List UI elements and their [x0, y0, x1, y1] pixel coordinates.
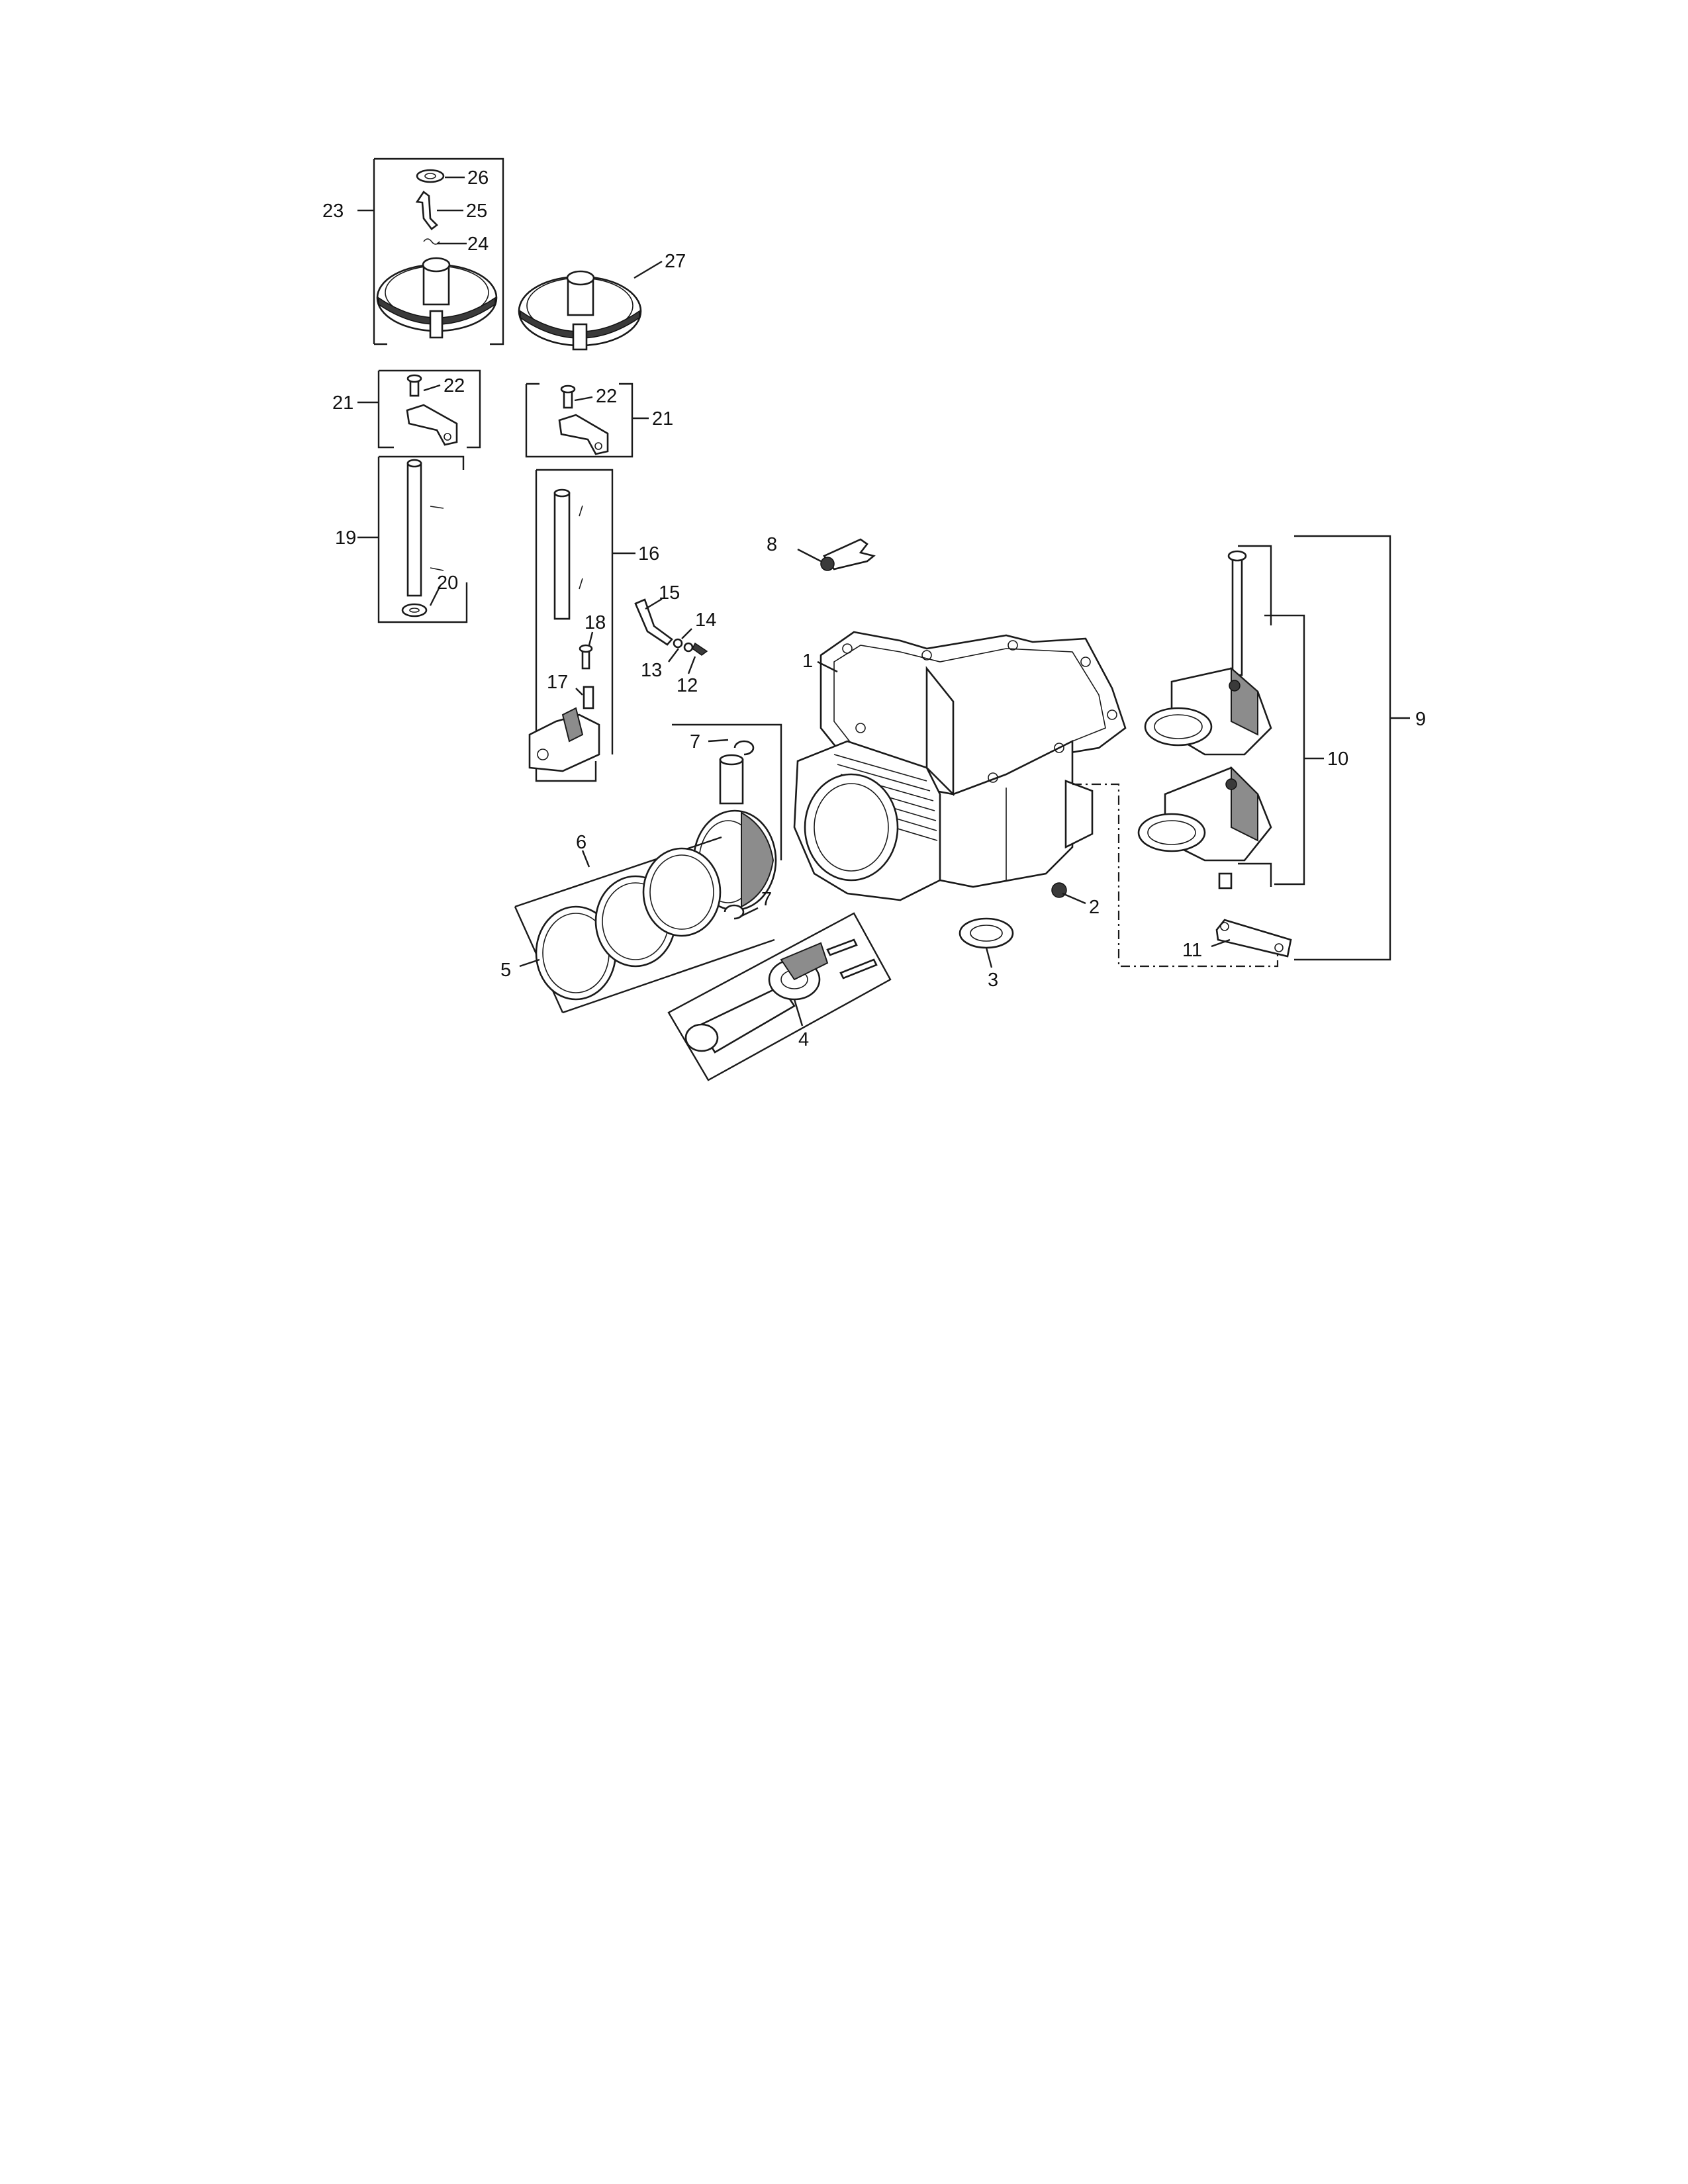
callout-4: 4	[798, 1029, 809, 1050]
callout-20: 20	[437, 572, 458, 594]
callout-13: 13	[641, 660, 662, 681]
governor-gear-27	[518, 270, 642, 351]
leader-lines	[423, 176, 1231, 1026]
callout-25: 25	[466, 201, 487, 222]
crankcase-1	[793, 631, 1127, 901]
governor-link-rod-15	[634, 598, 708, 656]
callout-7-bottom: 7	[761, 889, 772, 910]
governor-shaft-group-16	[528, 469, 635, 782]
governor-shaft-group-19	[357, 455, 468, 623]
callout-19: 19	[335, 527, 356, 549]
callout-10: 10	[1327, 749, 1348, 770]
callout-9: 9	[1415, 709, 1426, 730]
governor-gear-group-23	[357, 158, 504, 345]
balance-shaft-group-9	[1137, 535, 1410, 961]
breather-part-8	[820, 538, 876, 571]
callout-2: 2	[1089, 897, 1100, 918]
callout-24: 24	[467, 234, 489, 255]
callout-11: 11	[1182, 940, 1202, 961]
callout-23: 23	[322, 201, 344, 222]
callout-27: 27	[665, 251, 686, 272]
callout-3: 3	[988, 970, 998, 991]
connecting-rod-group-4	[667, 912, 892, 1081]
callout-16: 16	[638, 543, 659, 565]
oil-seal-3	[959, 917, 1014, 949]
callout-5: 5	[500, 960, 511, 981]
governor-lever-group-21-left	[357, 369, 481, 449]
callout-22-left: 22	[444, 375, 465, 396]
callout-26: 26	[467, 167, 489, 189]
callout-1: 1	[802, 651, 813, 672]
callout-14: 14	[695, 610, 716, 631]
callout-21-left: 21	[332, 392, 353, 414]
callout-6: 6	[576, 832, 586, 853]
callout-8: 8	[767, 534, 777, 555]
callout-18: 18	[585, 612, 606, 633]
piston-ring-set	[514, 836, 775, 1014]
callout-21-right: 21	[652, 408, 673, 430]
callout-22-right: 22	[596, 386, 617, 407]
callout-17: 17	[547, 672, 568, 693]
governor-lever-group-21-right	[525, 383, 649, 458]
callout-labels: 1 2 3 4 5 6 7 7 8 9 10 11 12 13 14 15 16…	[322, 167, 1426, 1050]
callout-15: 15	[659, 582, 680, 604]
callout-7-top: 7	[690, 731, 700, 752]
callout-12: 12	[677, 675, 698, 696]
